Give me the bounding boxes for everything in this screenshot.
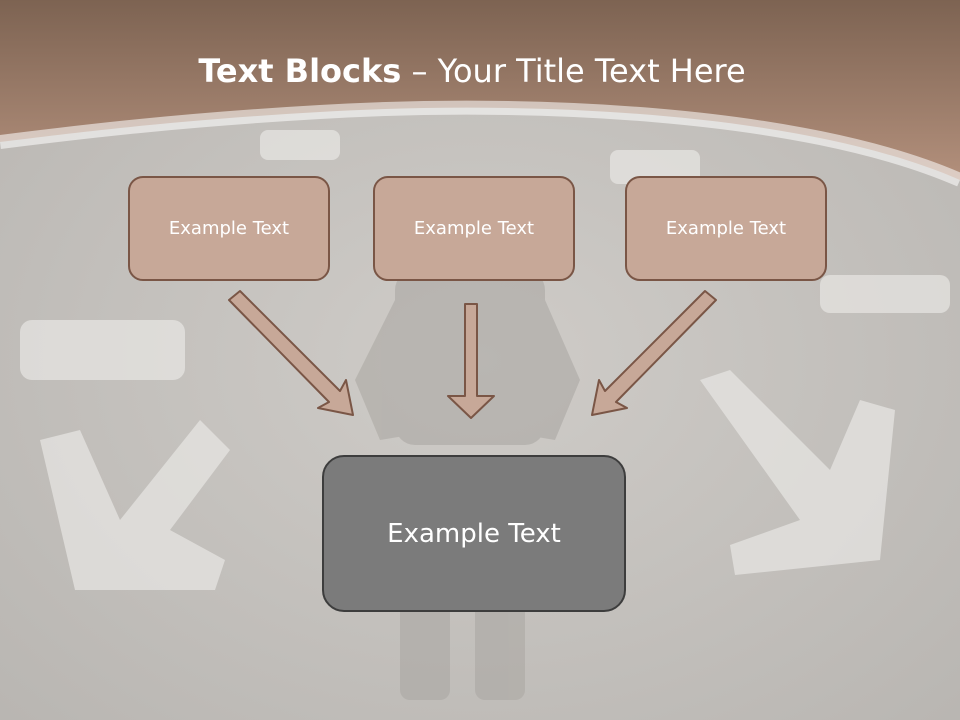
chalk-arrows <box>20 130 950 590</box>
arrow-right-icon <box>591 290 717 416</box>
arrow-down-icon <box>447 303 495 419</box>
title-bold: Text Blocks <box>198 52 402 90</box>
title-rest: Your Title Text Here <box>437 52 746 90</box>
text-block-left: Example Text <box>128 176 330 281</box>
title-dash: – <box>401 52 438 90</box>
slide-title: Text Blocks – Your Title Text Here <box>0 52 944 90</box>
text-block-main: Example Text <box>322 455 626 612</box>
text-block-middle: Example Text <box>373 176 575 281</box>
arrow-left-icon <box>228 290 354 416</box>
text-block-right: Example Text <box>625 176 827 281</box>
